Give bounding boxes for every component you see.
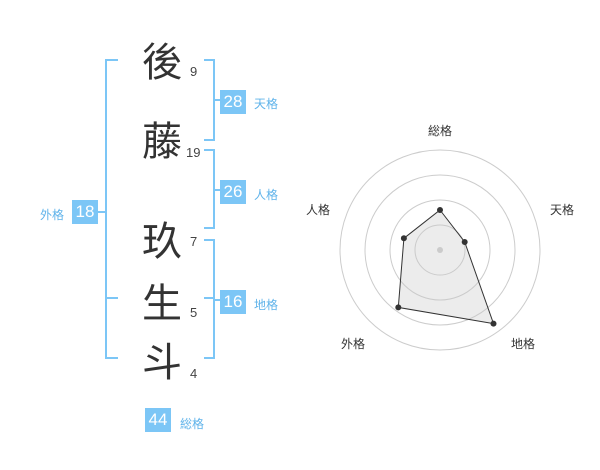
name-char-3: 玖	[142, 219, 182, 265]
radar-axis-label-jinkaku: 人格	[306, 203, 331, 217]
radar-center-dot	[437, 247, 443, 253]
soukaku-value: 44	[145, 408, 171, 432]
chikaku-label: 地格	[254, 298, 279, 312]
name-char-4: 生	[142, 281, 182, 327]
soukaku-label: 総格	[180, 417, 205, 431]
radar-axis-label-tenkaku: 天格	[550, 203, 575, 217]
radar-axis-label-soukaku: 総格	[428, 124, 453, 138]
stroke-count-5: 4	[190, 366, 198, 381]
stroke-count-4: 5	[190, 305, 198, 320]
gaikaku-value: 18	[72, 200, 98, 224]
radar-point-5	[400, 235, 407, 242]
stroke-count-3: 7	[190, 234, 198, 249]
radar-point-3	[490, 320, 497, 327]
tenkaku-value: 28	[220, 90, 246, 114]
radar-point-4	[395, 304, 402, 311]
chikaku-value: 16	[220, 290, 246, 314]
name-char-1: 後	[142, 40, 182, 86]
radar-point-1	[437, 207, 443, 213]
jinkaku-value: 26	[220, 180, 246, 204]
gaikaku-bracket	[105, 59, 118, 359]
radar-axis-label-gaikaku: 外格	[341, 337, 366, 351]
radar-grid-ring-2	[389, 199, 491, 301]
tenkaku-label: 天格	[254, 97, 279, 111]
radar-grid-ring-4	[339, 149, 541, 351]
gaikaku-label: 外格	[40, 208, 65, 222]
jinkaku-label: 人格	[254, 188, 279, 202]
stroke-count-1: 9	[190, 64, 198, 79]
radar-grid-ring-3	[364, 174, 516, 326]
radar-series-polygon	[397, 209, 495, 325]
radar-grid-ring-1	[414, 224, 466, 276]
radar-point-2	[461, 239, 468, 245]
name-char-2: 藤	[142, 119, 182, 165]
stroke-count-2: 19	[186, 145, 201, 160]
radar-axis-label-chikaku: 地格	[511, 337, 536, 351]
name-char-5: 斗	[142, 340, 182, 386]
